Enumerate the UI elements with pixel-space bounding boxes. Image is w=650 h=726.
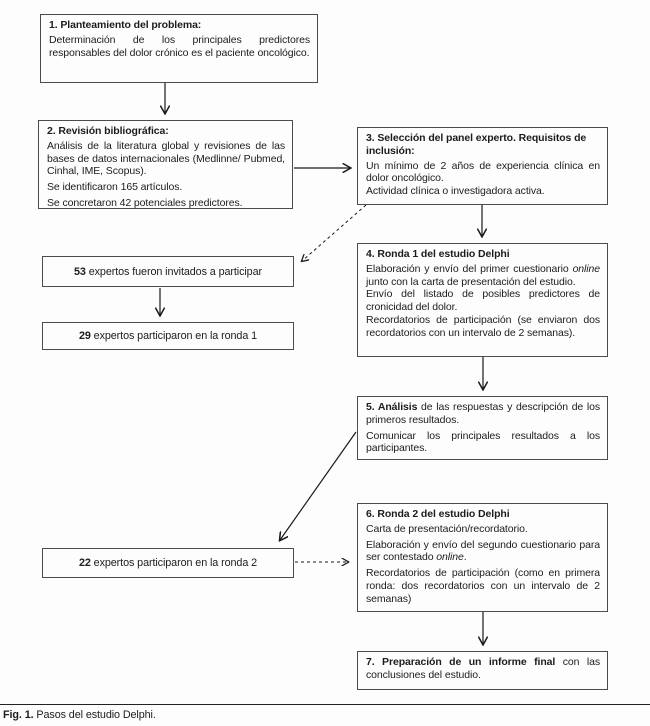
step-6-title: 6. Ronda 2 del estudio Delphi xyxy=(366,508,510,520)
step-1-title: 1. Planteamiento del problema: xyxy=(49,19,202,31)
round2-participants-text: 22 expertos participaron en la ronda 2 xyxy=(78,557,258,569)
round1-participants-text: 29 expertos participaron en la ronda 1 xyxy=(78,330,258,342)
invited-experts-text: 53 expertos fueron invitados a participa… xyxy=(74,265,262,278)
step-2-text-1: Análisis de la literatura global y revis… xyxy=(47,139,285,178)
step-4-title: 4. Ronda 1 del estudio Delphi xyxy=(366,248,510,260)
invited-experts-box: 53 expertos fueron invitados a participa… xyxy=(42,256,294,287)
step-3-text-2: Actividad clínica o investigadora activa… xyxy=(366,185,545,198)
step-6-box: 6. Ronda 2 del estudio Delphi Carta de p… xyxy=(357,503,608,612)
step-2-box: 2. Revisión bibliográfica: Análisis de l… xyxy=(38,120,293,209)
step-5-text-2: Comunicar los principales resultados a l… xyxy=(366,429,600,455)
caption-divider xyxy=(0,704,650,705)
step-1-box: 1. Planteamiento del problema: Determina… xyxy=(40,14,318,83)
step-5-box: 5. Análisis de las respuestas y descripc… xyxy=(357,396,608,460)
figure-caption: Fig. 1. Pasos del estudio Delphi. xyxy=(3,709,156,721)
step-5-text-1: 5. Análisis de las respuestas y descripc… xyxy=(366,401,600,426)
step-3-text-1: Un mínimo de 2 años de experiencia clíni… xyxy=(366,159,600,185)
step-2-title: 2. Revisión bibliográfica: xyxy=(47,125,169,137)
step-6-text-1: Carta de presentación/recordatorio. xyxy=(366,522,528,535)
step-7-box: 7. Preparación de un informe final con l… xyxy=(357,651,608,690)
step-4-text-1: Elaboración y envío del primer cuestiona… xyxy=(366,262,600,288)
step-7-text: 7. Preparación de un informe final con l… xyxy=(366,656,600,681)
step-3-box: 3. Selección del panel experto. Requisit… xyxy=(357,127,608,205)
step-4-text-2: Envío del listado de posibles predictore… xyxy=(366,288,600,314)
step-6-text-2: Elaboración y envío del segundo cuestion… xyxy=(366,538,600,564)
arrow-step5-to-round2 xyxy=(280,431,357,540)
round2-participants-box: 22 expertos participaron en la ronda 2 xyxy=(42,548,294,578)
step-1-text: Determinación de los principales predict… xyxy=(49,33,310,59)
step-3-title: 3. Selección del panel experto. Requisit… xyxy=(366,132,587,157)
step-2-text-3: Se concretaron 42 potenciales predictore… xyxy=(47,196,243,209)
round1-participants-box: 29 expertos participaron en la ronda 1 xyxy=(42,322,294,350)
step-4-box: 4. Ronda 1 del estudio Delphi Elaboració… xyxy=(357,243,608,357)
step-4-text-3: Recordatorios de participación (se envia… xyxy=(366,313,600,339)
step-2-text-2: Se identificaron 165 artículos. xyxy=(47,181,183,194)
step-6-text-3: Recordatorios de participación (como en … xyxy=(366,567,600,605)
